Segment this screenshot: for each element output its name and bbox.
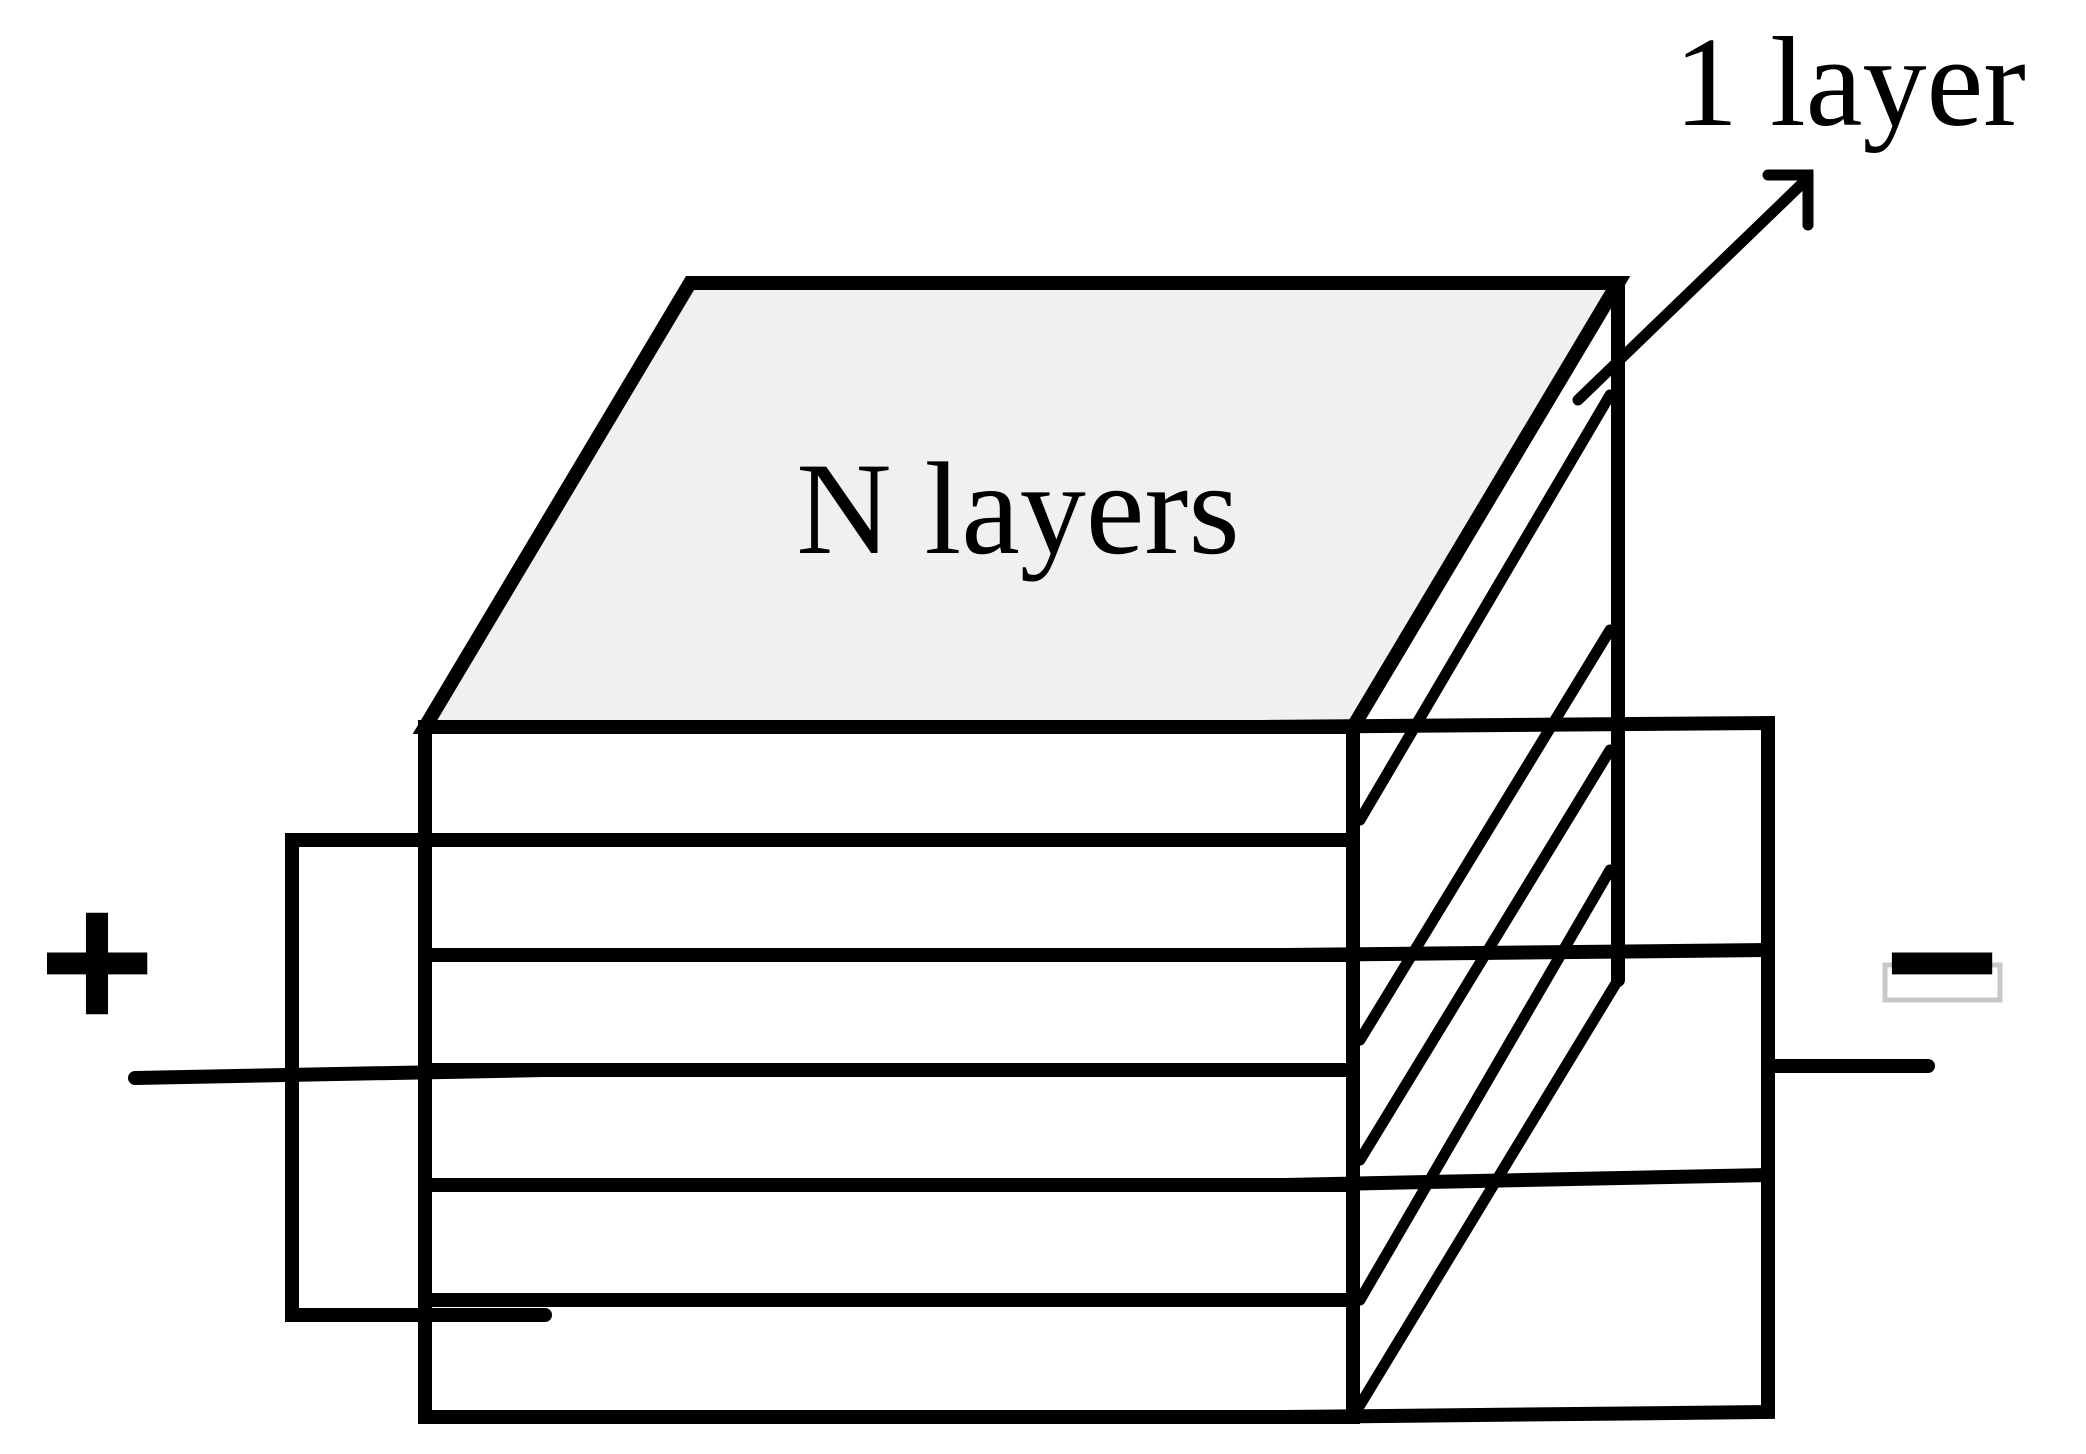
layer-separators [418,833,1360,1307]
negative-electrode [1255,715,1935,1424]
single-layer-arrow [1572,169,1814,406]
positive-electrode [128,833,552,1322]
positive-sign: + [39,850,156,1073]
stack-label: N layers [796,435,1240,582]
negative-sign: − [1884,850,2001,1073]
negative-sign-frame [1882,962,2003,1003]
single-layer-label: 1 layer [1674,11,2026,153]
